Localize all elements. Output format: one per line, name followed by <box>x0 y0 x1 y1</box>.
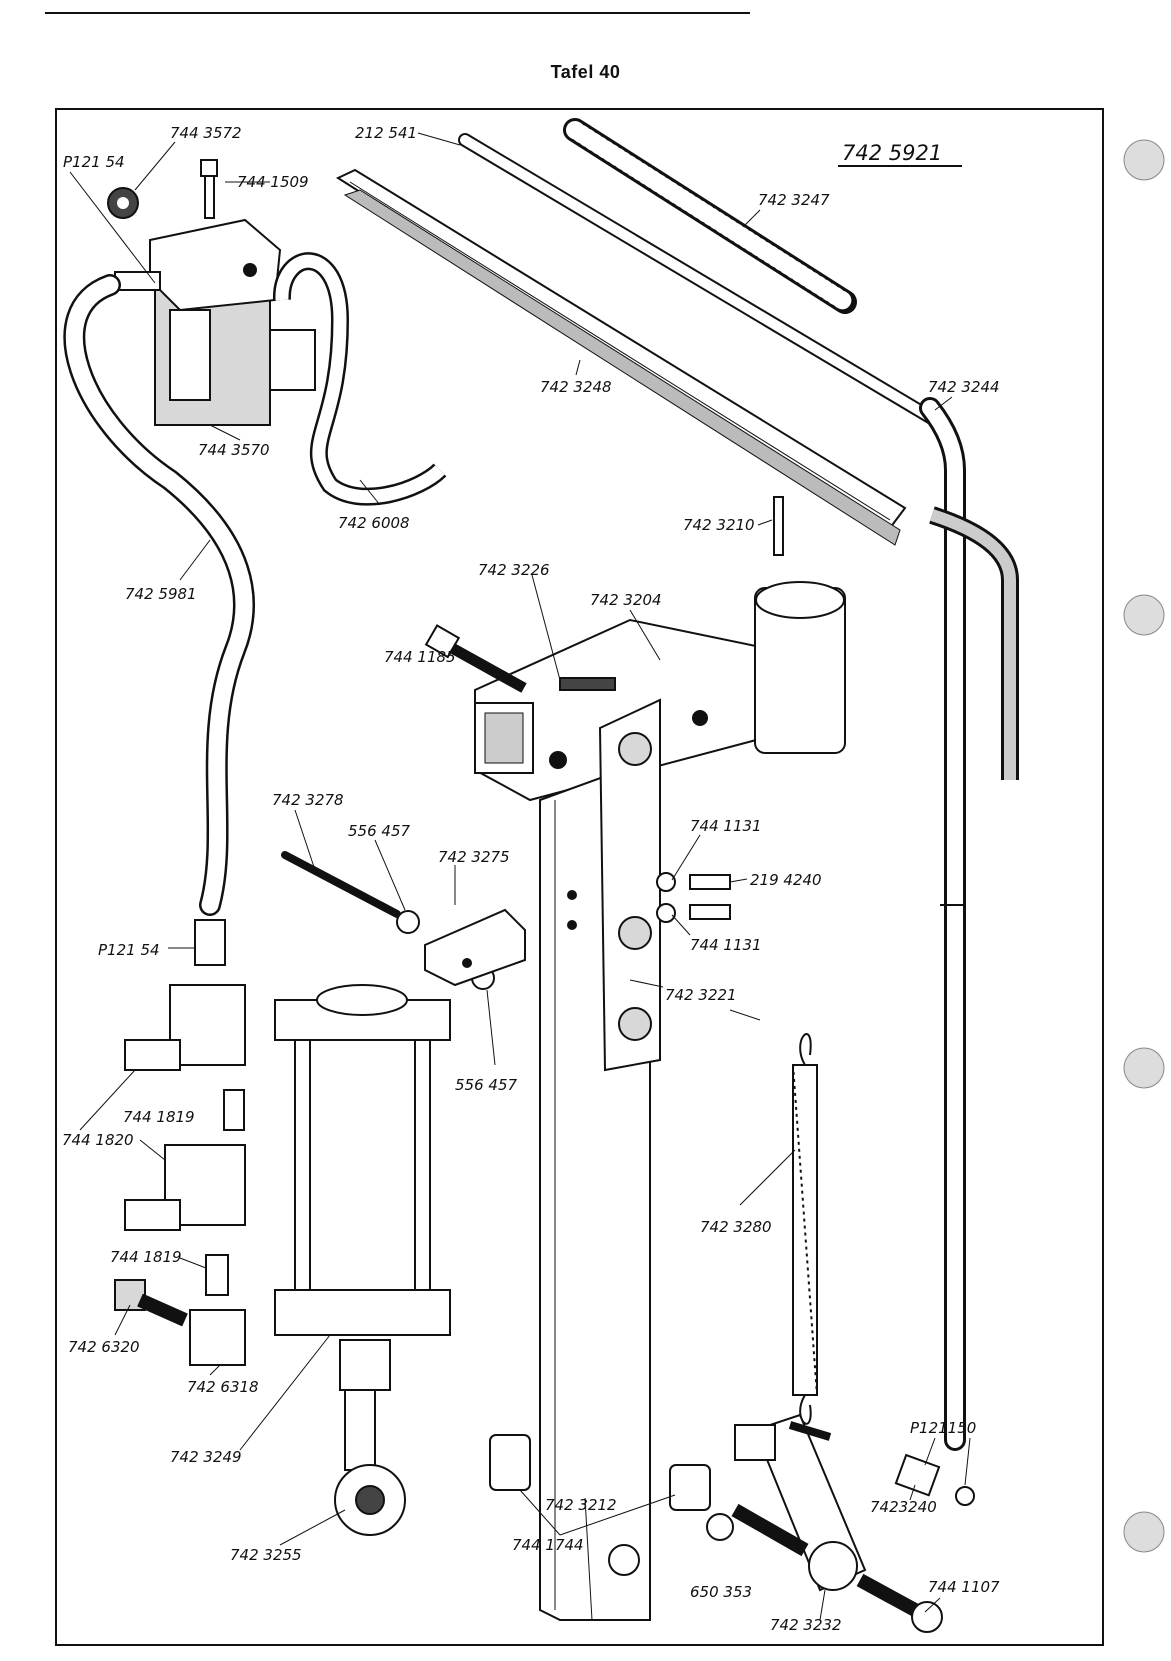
part-labels: P121 54 744 3572 744 1509 212 541 742 32… <box>62 124 1000 1634</box>
part-label: 650 353 <box>690 1583 752 1601</box>
part-label: 742 3244 <box>928 378 1000 396</box>
solenoid-valve-7443570 <box>114 218 316 426</box>
leader-lines <box>69 132 971 1621</box>
plate-7423226 <box>559 677 616 691</box>
assembly-number-label: 742 5921 <box>842 141 942 165</box>
part-label: 219 4240 <box>750 871 822 889</box>
page-title: Tafel 40 <box>550 62 621 82</box>
pin-7423240 <box>894 1453 975 1506</box>
part-label: 742 3212 <box>545 1496 617 1514</box>
clevis-7423275 <box>424 908 526 987</box>
long-rod-212541 <box>458 133 942 427</box>
part-label: 742 3226 <box>478 561 550 579</box>
binder-holes <box>1123 139 1165 1553</box>
lever-7423232 <box>731 1413 867 1592</box>
part-label: 742 5981 <box>125 585 197 603</box>
fittings-left <box>114 919 246 1366</box>
hose-7425981 <box>63 274 255 916</box>
part-label: 742 3255 <box>230 1546 302 1564</box>
part-label: 744 1744 <box>512 1536 584 1554</box>
splined-tube-7423248 <box>335 168 907 546</box>
part-label: 742 3221 <box>665 986 737 1004</box>
pin-7423210 <box>773 496 784 556</box>
part-label: 742 3232 <box>770 1616 842 1634</box>
part-label: 744 1819 <box>123 1108 195 1126</box>
screw-7441185 <box>424 624 527 693</box>
part-label: P121 54 <box>63 153 125 171</box>
part-label: 742 6318 <box>187 1378 259 1396</box>
screws-7441131 <box>656 872 731 923</box>
drawing-frame <box>55 108 1104 1646</box>
part-label: 744 1819 <box>110 1248 182 1266</box>
part-label: P121 54 <box>98 941 160 959</box>
part-label: 744 3570 <box>198 441 270 459</box>
part-label: 742 3204 <box>590 591 662 609</box>
part-label: 742 6320 <box>68 1338 140 1356</box>
part-label: 744 1107 <box>928 1578 1000 1596</box>
part-label: 742 3278 <box>272 791 344 809</box>
rod-end-7423255 <box>334 1389 406 1536</box>
spring-7423247 <box>563 118 857 314</box>
screw-7441107 <box>856 1573 943 1633</box>
part-label: 742 3210 <box>683 516 755 534</box>
part-label: 742 3247 <box>758 191 830 209</box>
part-label: 744 1820 <box>62 1131 134 1149</box>
part-label: 742 6008 <box>338 514 410 532</box>
tension-spring-7423280 <box>792 1033 818 1425</box>
top-rule <box>45 12 750 14</box>
cable-7426008 <box>273 252 447 506</box>
part-label: 744 1509 <box>237 173 309 191</box>
rod-7423278 <box>281 851 401 918</box>
clip-650353 <box>706 1513 734 1541</box>
part-label: P121150 <box>910 1419 976 1437</box>
part-label: 7423240 <box>870 1498 937 1516</box>
part-label: 742 3275 <box>438 848 510 866</box>
bent-rod-7423244 <box>919 397 1019 1451</box>
screw-7441509 <box>200 159 218 219</box>
part-label: 744 1131 <box>690 817 762 835</box>
part-label: 556 457 <box>348 822 410 840</box>
part-label: 744 3572 <box>170 124 242 142</box>
cross-tube-7423204 <box>474 581 846 802</box>
part-label: 556 457 <box>455 1076 517 1094</box>
strap-7423221 <box>598 698 661 1072</box>
part-label: 742 3280 <box>700 1218 772 1236</box>
cylinder-7423249 <box>274 984 451 1391</box>
bushing-7441744 <box>489 1434 711 1511</box>
part-label: 744 1131 <box>690 936 762 954</box>
part-label: 744 1185 <box>384 648 456 666</box>
part-label: 742 3249 <box>170 1448 242 1466</box>
nut-p12154 <box>107 187 139 219</box>
part-label: 742 3248 <box>540 378 612 396</box>
part-label: 212 541 <box>355 124 417 142</box>
assembly-number: 742 5921 <box>838 141 962 167</box>
